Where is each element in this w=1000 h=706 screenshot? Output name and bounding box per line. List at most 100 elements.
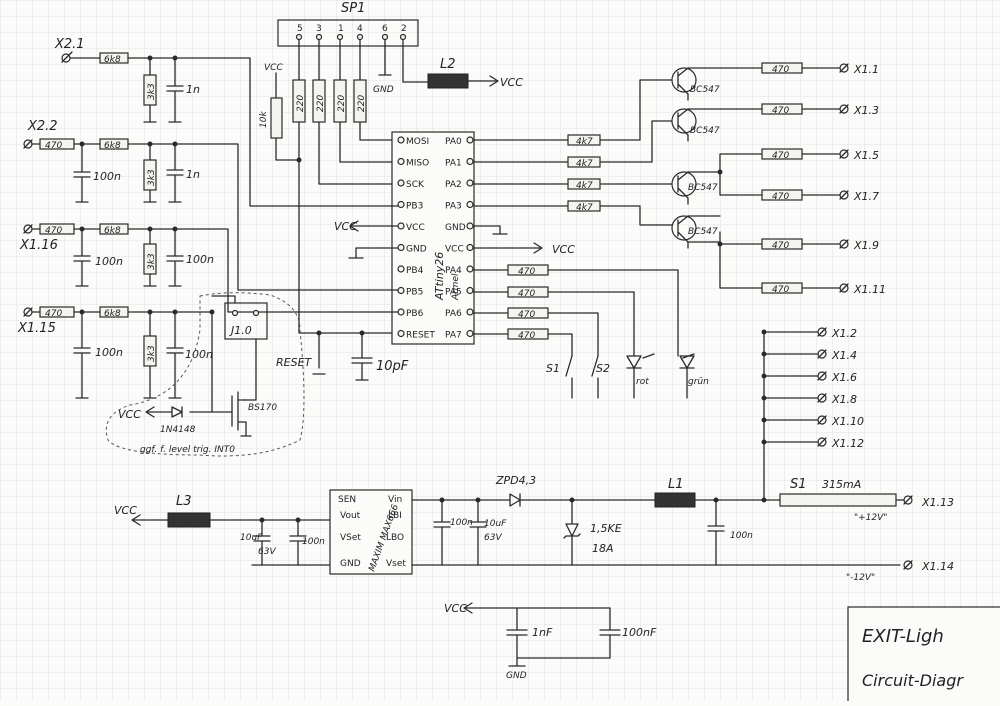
- mcu-attiny26: [391, 131, 475, 345]
- minus-label: "-12V": [846, 573, 875, 583]
- resistor-pullup: [270, 97, 283, 139]
- input-2-r2-value: 6k8: [104, 141, 121, 151]
- mcu-pin-label-left: PB5: [406, 288, 423, 298]
- spi-r3-value: 220: [337, 95, 347, 112]
- mcu-pin-label-right: PA7: [445, 331, 462, 341]
- mcu-pin-label-right: PA5: [445, 288, 462, 298]
- mcu-pin-label-right: GND: [445, 223, 466, 233]
- plus-label: "+12V": [854, 513, 887, 523]
- reset-cap-value: 10pF: [376, 359, 409, 374]
- output-resistor-value: 470: [772, 65, 789, 75]
- led-r2-value: 470: [518, 289, 535, 299]
- input-2-label: X2.2: [27, 119, 58, 134]
- mcu-pin-left-7: [397, 265, 405, 273]
- l2-vcc-label: VCC: [500, 76, 523, 89]
- input-3-cg-value: 100n: [95, 255, 123, 268]
- mcu-pin-label-left: PB6: [406, 309, 424, 319]
- mcu-pin-right-4: [466, 200, 474, 209]
- spi-pin-2: 3: [316, 24, 322, 34]
- mcu-pin-label-left: SCK: [406, 180, 425, 190]
- spi-r1-value: 220: [296, 95, 306, 112]
- mcu-pin-label-left: MISO: [406, 159, 429, 169]
- mcu-pin-left-2: [397, 157, 405, 166]
- mcu-pin-right-8: [466, 286, 474, 295]
- l2-label: L2: [440, 57, 456, 72]
- x14-label: X1.14: [921, 560, 954, 573]
- mcu-pin-left-9: [397, 308, 405, 316]
- transistor-3: BC547: [671, 153, 763, 205]
- tvs-label-2: 18A: [592, 542, 614, 555]
- mcu-pin-left-8: [397, 286, 405, 295]
- output-resistor-value: 470: [772, 106, 789, 116]
- mcu-name: ATtiny26: [433, 252, 446, 301]
- spi-pin-1: 5: [297, 24, 303, 34]
- output-terminal-label: X1.3: [853, 104, 879, 117]
- output-resistor-value: 470: [772, 192, 789, 202]
- x13-label: X1.13: [921, 496, 954, 509]
- mcu-right-vcc-label: VCC: [552, 243, 575, 256]
- mcu-pin-right-2: [466, 157, 474, 166]
- decoupling-c2-value: 100nF: [622, 626, 657, 639]
- output-resistor-value: 470: [772, 151, 789, 161]
- reg-pin-sen: SEN: [338, 495, 356, 505]
- diode-label: 1N4148: [160, 425, 196, 435]
- output-terminal-label: X1.9: [853, 239, 879, 252]
- input-4-cg-value: 100n: [95, 346, 123, 359]
- spi-gnd-label: GND: [373, 85, 394, 95]
- transistor-4-label: BC547: [688, 227, 718, 237]
- mcu-pin-label-right: PA3: [445, 202, 462, 212]
- inductor-l3: [167, 512, 211, 528]
- input-stage-4: X1.15 470 6k8 100n 3k3 100n: [17, 306, 215, 413]
- mcu-pin-right-10: [466, 329, 474, 338]
- input-3-rp-value: 3k3: [147, 253, 157, 270]
- led-green-label: grün: [688, 377, 709, 387]
- mcu-pin-right-6: [466, 243, 474, 252]
- base-resistor-3: [567, 178, 601, 190]
- gnd-terminal-label: X1.12: [831, 437, 864, 450]
- optional-note: ggf. f. level trig. INT0: [140, 445, 235, 455]
- output-resistor-value: 470: [772, 285, 789, 295]
- input-1-label: X2.1: [54, 37, 85, 52]
- inductor-l2: [427, 73, 469, 89]
- mcu-pin-right-3: [466, 179, 474, 187]
- transistor-1: BC547: [671, 67, 763, 101]
- base-r4-value: 4k7: [576, 203, 593, 213]
- mcu-pin-left-5: [397, 222, 405, 230]
- title-block: [847, 606, 1000, 706]
- mcu-pin-right-5: [466, 222, 474, 230]
- spi-r2-value: 220: [316, 95, 326, 112]
- input-4-rp-value: 3k3: [147, 345, 157, 362]
- reg-pin-lbo: LBO: [386, 533, 404, 543]
- mcu-pin-left-3: [397, 179, 405, 187]
- input-stage-2: X2.2 470 6k8 100n 3k3 1n: [23, 119, 399, 291]
- reg-pin-lbi: LBI: [388, 511, 402, 521]
- input-2-c-value: 1n: [186, 168, 200, 181]
- fuse-rating: 315mA: [822, 478, 861, 491]
- psu-c4-voltage: 63V: [484, 533, 502, 543]
- gnd-terminal-label: X1.4: [831, 349, 857, 362]
- base-r3-value: 4k7: [576, 181, 593, 191]
- spi-pin-3: 1: [338, 24, 344, 34]
- mcu-pin-label-left: VCC: [406, 223, 425, 233]
- psu-c1-value: 10uF: [240, 533, 263, 543]
- spi-pin-5: 6: [382, 24, 388, 34]
- title-text: EXIT-Ligh: [862, 626, 944, 647]
- led-r3-value: 470: [518, 310, 535, 320]
- mcu-pin-label-right: VCC: [445, 245, 464, 255]
- mcu-pin-label-right: PA1: [445, 159, 462, 169]
- input-2-rp-value: 3k3: [147, 169, 157, 186]
- regulator-max666: [329, 489, 413, 575]
- reg-pin-vset2: Vset: [386, 559, 406, 569]
- mcu-pin-right-7: [466, 265, 474, 273]
- led-r1-value: 470: [518, 267, 535, 277]
- fet-label: BS170: [248, 403, 277, 413]
- decoupling-c1-value: 1nF: [532, 626, 553, 639]
- gnd-terminal-label: X1.10: [831, 415, 864, 428]
- mcu-pin-label-right: PA6: [445, 309, 462, 319]
- input-1-rp-value: 3k3: [147, 83, 157, 100]
- psu-vcc-label: VCC: [114, 504, 137, 517]
- mcu-pin-left-4: [397, 200, 405, 209]
